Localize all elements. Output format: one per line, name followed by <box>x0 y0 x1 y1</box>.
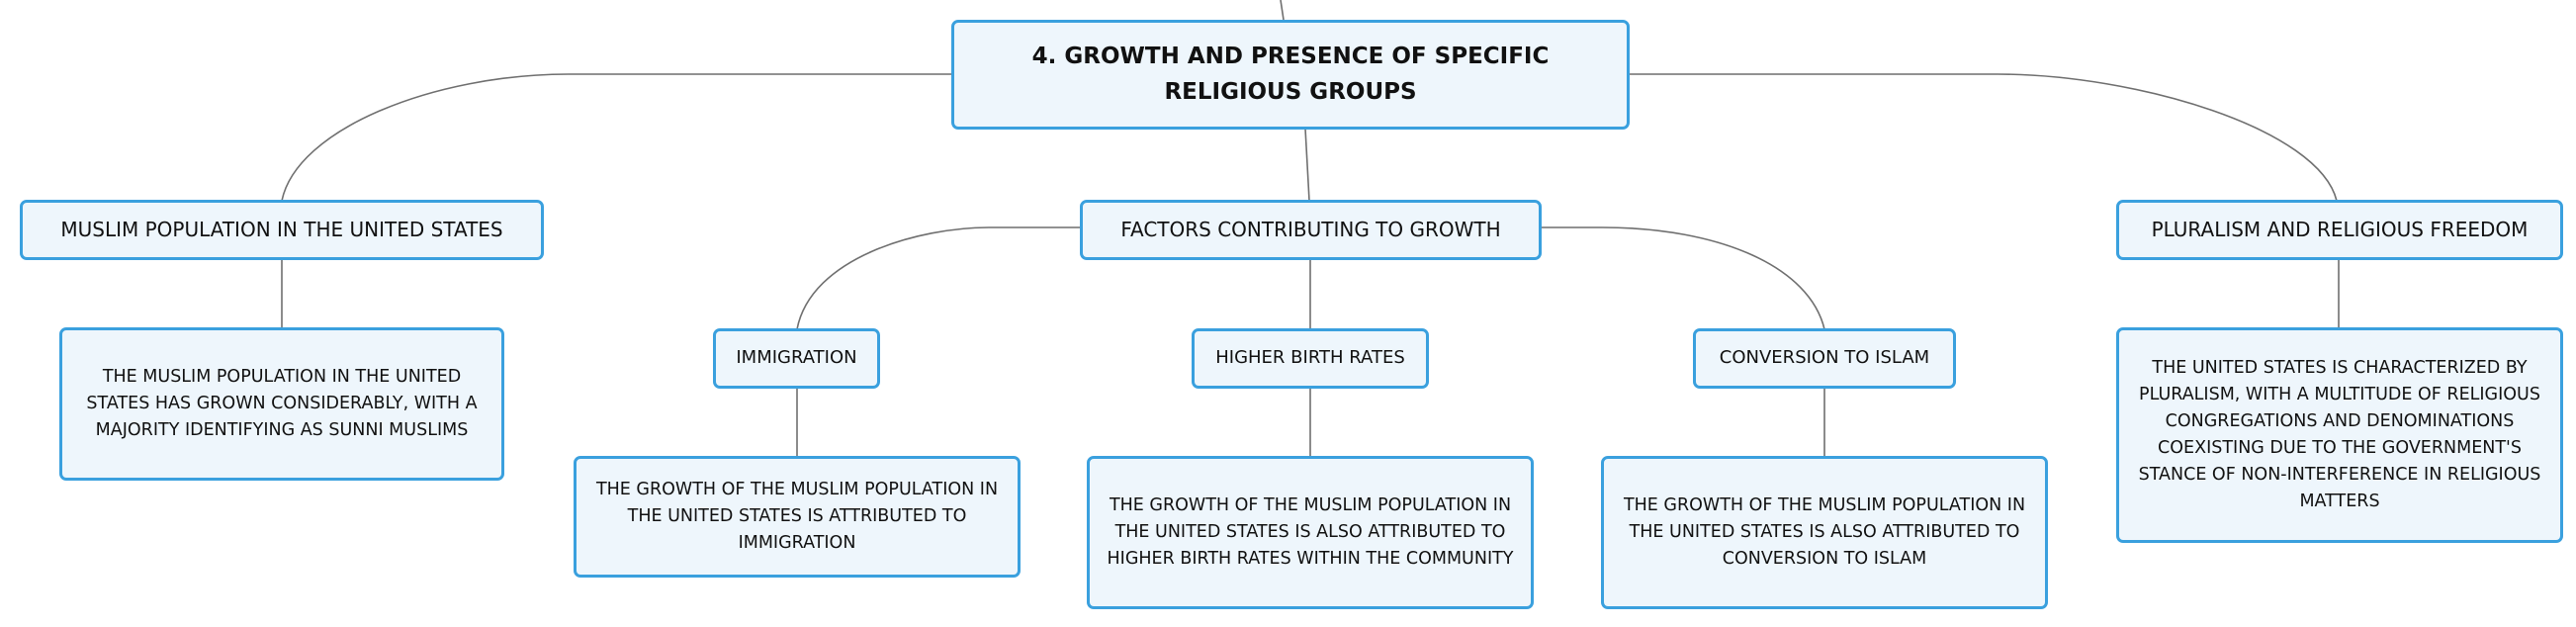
conversion-to-islam-node[interactable]: CONVERSION TO ISLAM <box>1693 328 1956 389</box>
root-topic-node[interactable]: 4. GROWTH AND PRESENCE OF SPECIFIC RELIG… <box>951 20 1630 130</box>
immigration-detail-node[interactable]: THE GROWTH OF THE MUSLIM POPULATION IN T… <box>574 456 1021 578</box>
pluralism-detail-text: THE UNITED STATES IS CHARACTERIZED BY PL… <box>2138 357 2541 512</box>
connector-root-to-pluralism <box>1629 73 2338 202</box>
muslim-population-detail-text: THE MUSLIM POPULATION IN THE UNITED STAT… <box>86 366 478 441</box>
branch-muslim-population-node[interactable]: MUSLIM POPULATION IN THE UNITED STATES <box>20 200 544 260</box>
connector-root-to-muslim-population <box>281 73 952 202</box>
higher-birth-rates-label: HIGHER BIRTH RATES <box>1215 347 1405 369</box>
branch-pluralism-label: PLURALISM AND RELIGIOUS FREEDOM <box>2151 218 2529 241</box>
conversion-to-islam-label: CONVERSION TO ISLAM <box>1719 347 1930 369</box>
muslim-population-detail-node[interactable]: THE MUSLIM POPULATION IN THE UNITED STAT… <box>59 327 504 481</box>
higher-birth-rates-detail-node[interactable]: THE GROWTH OF THE MUSLIM POPULATION IN T… <box>1087 456 1534 609</box>
higher-birth-rates-node[interactable]: HIGHER BIRTH RATES <box>1192 328 1429 389</box>
branch-muslim-population-label: MUSLIM POPULATION IN THE UNITED STATES <box>60 218 503 241</box>
connector-parent-to-root <box>1280 0 1285 21</box>
root-topic-label: 4. GROWTH AND PRESENCE OF SPECIFIC RELIG… <box>1031 43 1550 105</box>
immigration-detail-text: THE GROWTH OF THE MUSLIM POPULATION IN T… <box>595 479 999 554</box>
immigration-node[interactable]: IMMIGRATION <box>713 328 880 389</box>
higher-birth-rates-detail-text: THE GROWTH OF THE MUSLIM POPULATION IN T… <box>1107 494 1514 570</box>
connector-factors-to-conversion <box>1540 226 1825 330</box>
pluralism-detail-node[interactable]: THE UNITED STATES IS CHARACTERIZED BY PL… <box>2116 327 2563 543</box>
branch-factors-label: FACTORS CONTRIBUTING TO GROWTH <box>1120 218 1501 241</box>
connector-root-to-factors <box>1304 128 1310 202</box>
branch-pluralism-node[interactable]: PLURALISM AND RELIGIOUS FREEDOM <box>2116 200 2563 260</box>
connector-factors-to-immigration <box>796 226 1081 330</box>
branch-factors-node[interactable]: FACTORS CONTRIBUTING TO GROWTH <box>1080 200 1542 260</box>
immigration-label: IMMIGRATION <box>736 347 857 369</box>
conversion-to-islam-detail-text: THE GROWTH OF THE MUSLIM POPULATION IN T… <box>1623 494 2026 570</box>
conversion-to-islam-detail-node[interactable]: THE GROWTH OF THE MUSLIM POPULATION IN T… <box>1601 456 2048 609</box>
